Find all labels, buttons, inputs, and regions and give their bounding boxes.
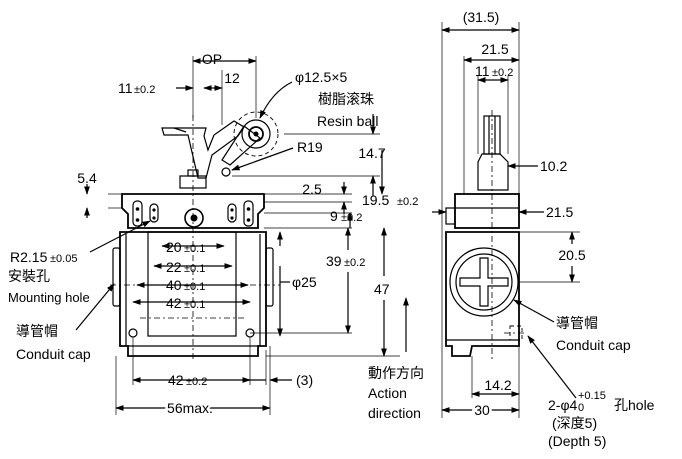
hole-tol-upper: +0.15 — [578, 390, 606, 402]
dim-39-label: 39 — [326, 253, 342, 269]
r2-15-label: R2.15 — [10, 249, 48, 265]
dim-2-5-label: 2.5 — [302, 181, 322, 197]
mounting-slot-right — [227, 200, 254, 227]
action-direction-cn: 動作方向 — [368, 365, 424, 381]
dim-5-4-label: 5.4 — [77, 170, 97, 186]
side-conduit-cap-en: Conduit cap — [556, 337, 631, 353]
mounting-hole-cn: 安裝孔 — [8, 268, 50, 284]
hole-spec-label: 2-φ4 — [548, 397, 578, 413]
dim-42b-tol: ±0.2 — [186, 376, 207, 388]
dim-14-2-label: 14.2 — [484, 377, 511, 393]
dim-56-label: 56max. — [167, 400, 213, 416]
resin-ball-en: Resin ball — [317, 113, 378, 129]
dim-30-label: 30 — [474, 402, 490, 418]
depth-en: (Depth 5) — [548, 433, 606, 449]
dim-9-label: 9 — [330, 208, 338, 224]
dim-19-5-label: 19.5 — [362, 192, 389, 208]
front-view — [75, 56, 409, 415]
dim-9-tol: ±0.2 — [341, 212, 362, 224]
dim-39-tol: ±0.2 — [344, 257, 365, 269]
dim-20-label: 20 — [166, 239, 182, 255]
r2-15-tol: ±0.05 — [50, 253, 77, 265]
dim-10-2-label: 10.2 — [540, 158, 567, 174]
r19-label: R19 — [297, 139, 323, 155]
dim-20-tol: ±0.1 — [184, 243, 205, 255]
dim-22-tol: ±0.1 — [184, 263, 205, 275]
dim-22-label: 22 — [166, 259, 182, 275]
dim-12-label: 12 — [224, 70, 240, 86]
dim-20-5-label: 20.5 — [558, 247, 585, 263]
dim-11-side-label: 11 — [475, 63, 490, 79]
depth-cn: (深度5) — [552, 415, 597, 431]
op-label: OP — [202, 51, 222, 67]
action-direction-en1: Action — [368, 385, 407, 401]
dim-42-label: 42 — [166, 295, 182, 311]
phi25-label: φ25 — [292, 274, 317, 290]
hole-tol-lower: 0 — [578, 402, 584, 414]
dim-40-label: 40 — [166, 277, 182, 293]
conduit-cap-cn: 導管帽 — [16, 323, 58, 339]
dim-3-label: (3) — [296, 372, 313, 388]
side-view — [432, 22, 580, 418]
hole-spec-suffix: 孔hole — [614, 397, 655, 413]
dim-42b-label: 42 — [168, 372, 184, 388]
dim-14-7-label: 14.7 — [358, 145, 385, 161]
mounting-hole-en: Mounting hole — [8, 290, 90, 305]
dim-21-5-top-label: 21.5 — [481, 41, 508, 57]
dim-21-5-side-label: 21.5 — [546, 204, 573, 220]
dim-19-5-tol: ±0.2 — [397, 196, 418, 208]
action-direction-en2: direction — [368, 405, 421, 421]
dim-11-tol: ±0.2 — [134, 84, 155, 96]
dim-42-tol: ±0.1 — [184, 299, 205, 311]
roller-size-label: φ12.5×5 — [295, 69, 348, 85]
dim-40-tol: ±0.1 — [184, 281, 205, 293]
conduit-cap-en: Conduit cap — [16, 346, 91, 362]
mounting-slot-left — [132, 200, 159, 227]
side-conduit-cap-cn: 導管帽 — [556, 315, 598, 331]
dim-11-side-tol: ±0.2 — [492, 67, 513, 79]
resin-ball-cn: 樹脂滚珠 — [318, 91, 374, 107]
dim-31-5-label: (31.5) — [463, 9, 500, 25]
dim-11-label: 11 — [118, 80, 133, 96]
dim-47-label: 47 — [374, 281, 390, 297]
